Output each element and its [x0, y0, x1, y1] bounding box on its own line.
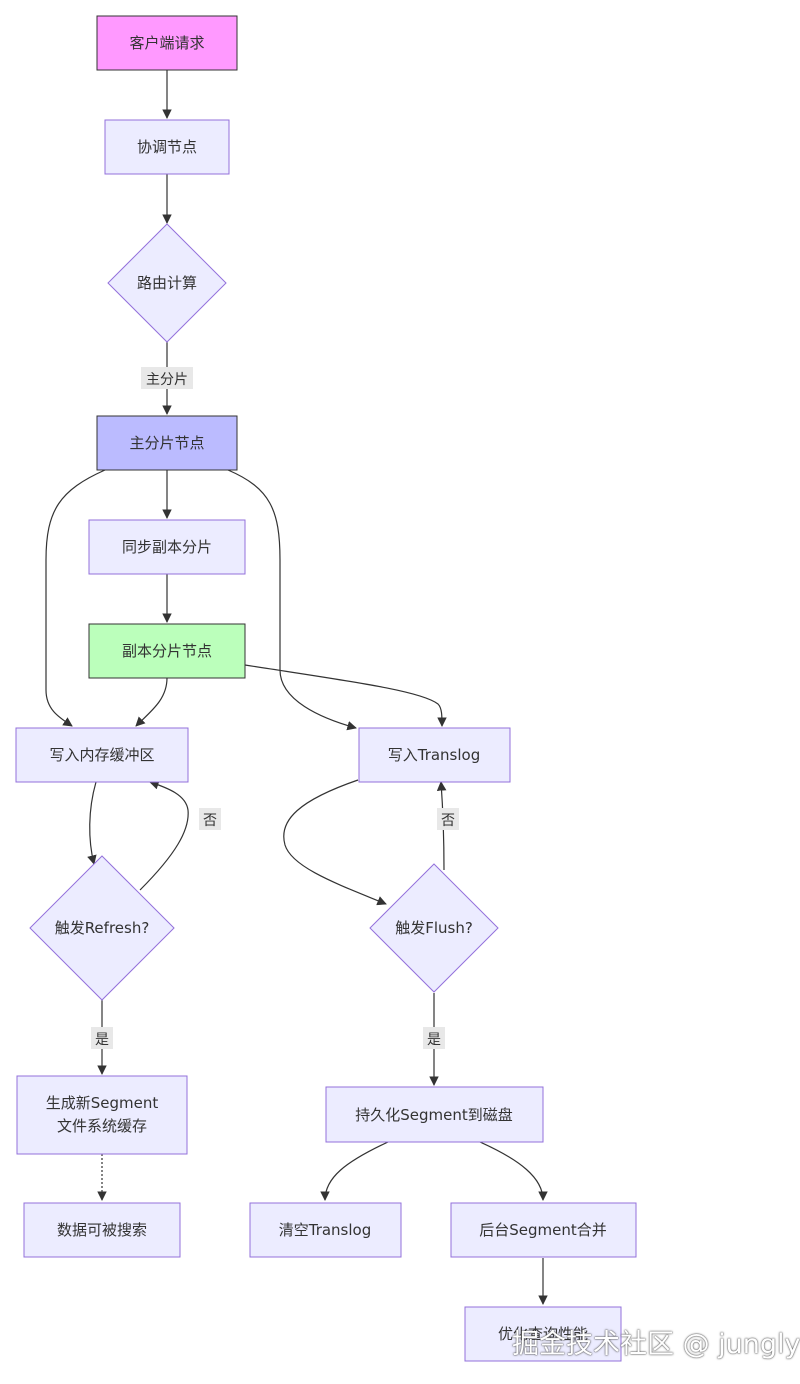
watermark: 掘金技术社区 @ jungly — [512, 1329, 800, 1360]
node-clear-translog-label: 清空Translog — [279, 1221, 372, 1239]
node-trigger-flush-label: 触发Flush? — [395, 919, 473, 937]
edge-label-bg-refresh-no — [199, 808, 221, 830]
node-replica-shard-label: 副本分片节点 — [122, 642, 212, 660]
node-client-request-label: 客户端请求 — [129, 34, 204, 52]
edge-buffer-to-refresh — [87, 781, 97, 865]
node-searchable — [23, 1202, 181, 1258]
node-segment-merge-label: 后台Segment合并 — [479, 1221, 607, 1239]
node-coordinator — [104, 119, 230, 175]
node-sync-replica-label: 同步副本分片 — [122, 538, 212, 556]
nodes: 客户端请求 协调节点 路由计算 主分片节点 同步副本分片 副本分片节点 写入内存… — [15, 15, 637, 1362]
node-trigger-flush-diamond — [369, 863, 499, 993]
node-segment-merge — [450, 1202, 637, 1258]
node-sync-replica — [88, 519, 246, 575]
edge-label-refresh-no: 否 — [203, 813, 217, 829]
node-primary-shard — [96, 415, 238, 471]
node-trigger-refresh-label: 触发Refresh? — [55, 919, 150, 937]
edge-primary-to-translog — [227, 469, 357, 731]
edge-replica-to-translog — [244, 664, 447, 727]
node-write-translog-label: 写入Translog — [388, 746, 481, 764]
node-searchable-label: 数据可被搜索 — [57, 1221, 147, 1239]
node-write-buffer — [15, 727, 189, 783]
node-optimize-query — [464, 1306, 622, 1362]
edge-label-primary-shard: 主分片 — [146, 372, 188, 388]
edge-label-bg-flush-yes — [423, 1027, 445, 1049]
edge-label-bg-refresh-yes — [91, 1027, 113, 1049]
edge-label-refresh-yes: 是 — [95, 1032, 109, 1048]
edge-primary-to-buffer — [45, 469, 106, 727]
node-trigger-refresh-diamond — [29, 855, 175, 1001]
node-write-translog — [358, 727, 511, 783]
node-persist-segment — [325, 1086, 544, 1143]
node-write-buffer-label: 写入内存缓冲区 — [49, 746, 154, 764]
edge-refresh-to-buffer — [139, 780, 189, 891]
node-optimize-query-label: 优化查询性能 — [498, 1325, 588, 1343]
node-replica-shard — [88, 623, 246, 679]
node-new-segment-line2: 文件系统缓存 — [57, 1117, 147, 1135]
edge-persist-to-merge — [479, 1141, 548, 1201]
edge-label-flush-yes: 是 — [427, 1032, 441, 1048]
edge-persist-to-clear — [320, 1141, 389, 1201]
node-persist-segment-label: 持久化Segment到磁盘 — [355, 1106, 513, 1124]
node-coordinator-label: 协调节点 — [137, 138, 197, 156]
node-client-request — [96, 15, 238, 71]
edge-label-flush-no: 否 — [441, 813, 455, 829]
node-new-segment-line1: 生成新Segment — [46, 1094, 159, 1112]
edge-label-bg-flush-no — [437, 808, 459, 830]
node-clear-translog — [249, 1202, 402, 1258]
node-routing-diamond — [107, 223, 227, 343]
node-new-segment — [16, 1075, 188, 1155]
node-primary-shard-label: 主分片节点 — [129, 434, 204, 452]
edge-translog-to-flush — [283, 779, 387, 906]
edge-replica-to-buffer — [135, 677, 168, 727]
node-routing-label: 路由计算 — [137, 274, 197, 292]
edge-labels: 主分片 否 否 是 是 — [91, 367, 459, 1049]
edge-label-bg-primary-shard — [141, 367, 193, 389]
